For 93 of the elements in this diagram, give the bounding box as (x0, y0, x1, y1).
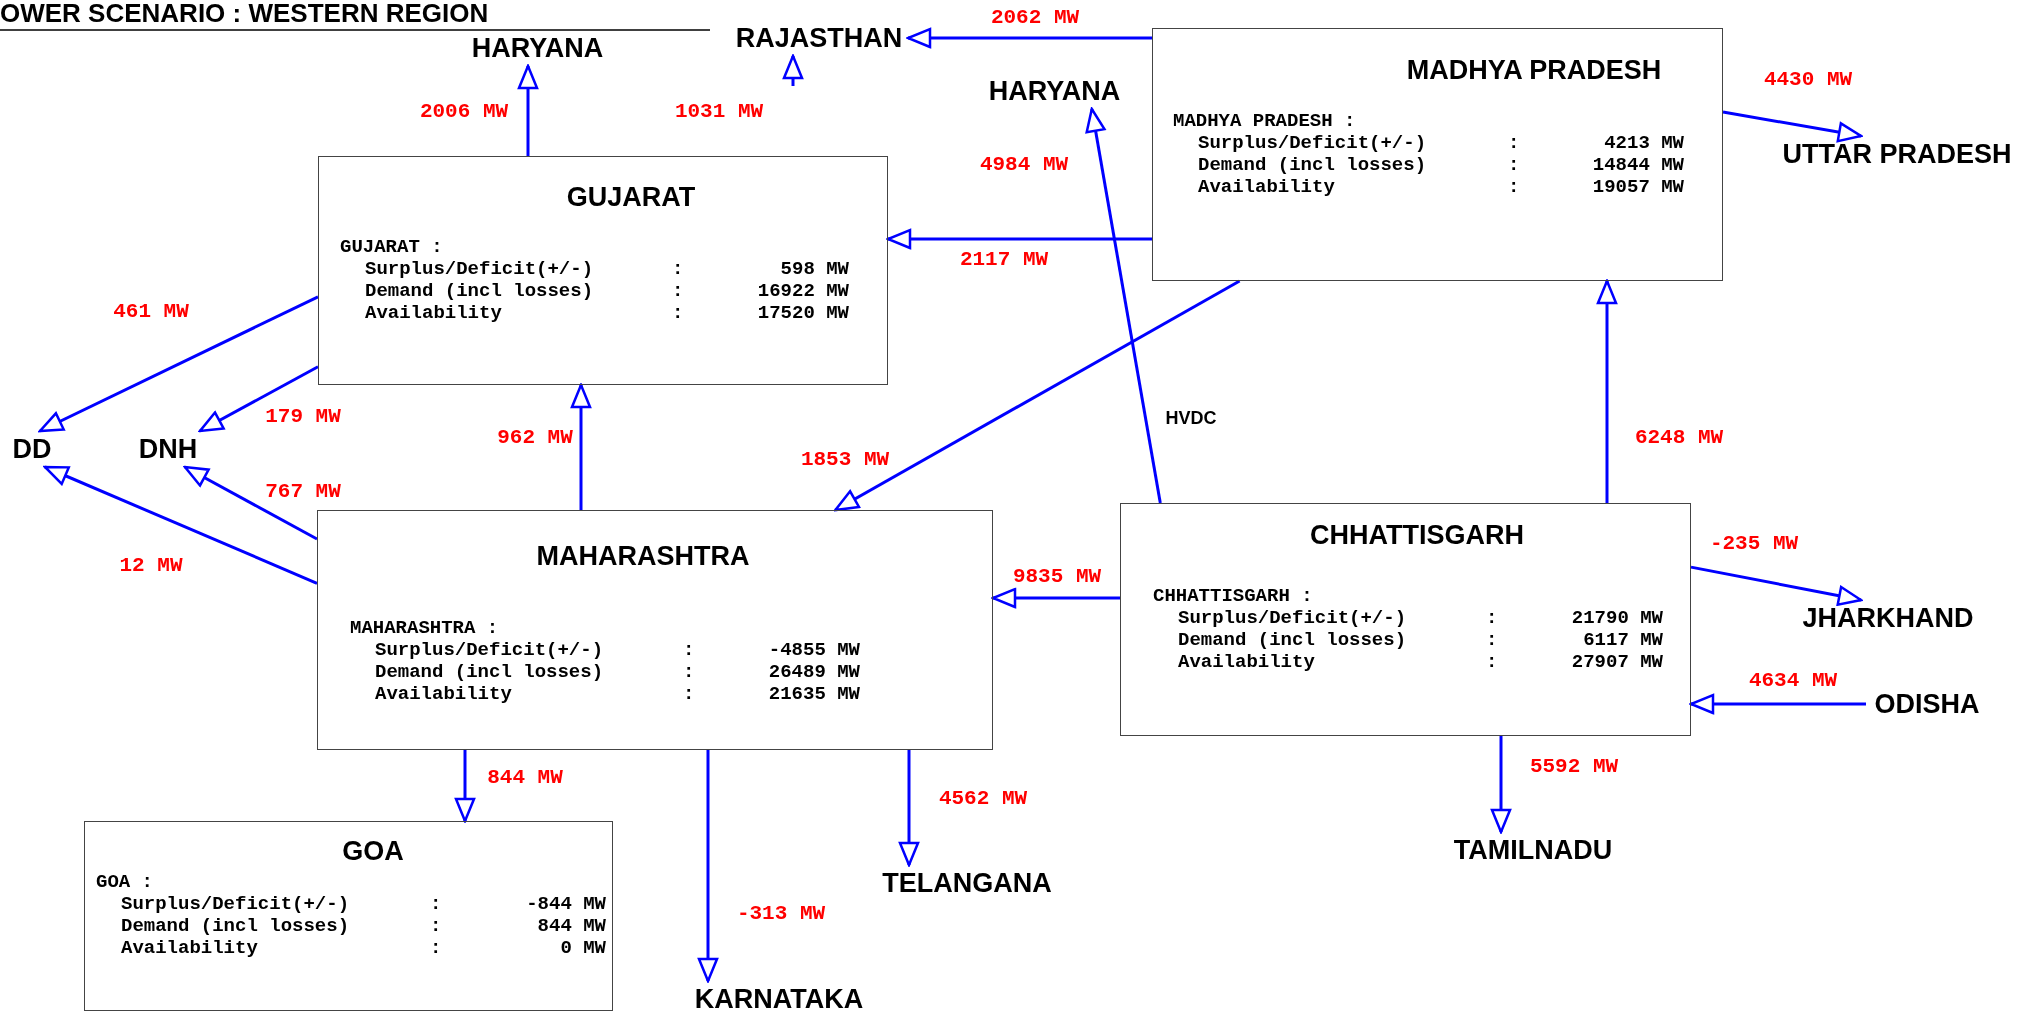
state-name: TELANGANA (874, 865, 1060, 901)
arrow (906, 27, 1152, 49)
arrow (782, 54, 804, 86)
colon-separator: : (430, 893, 442, 915)
row-label: Demand (incl losses) (121, 915, 350, 937)
colon-separator: : (672, 280, 684, 302)
value-text: 0 MW (560, 937, 606, 959)
value-text: 17520 MW (757, 302, 849, 324)
panel-heading: GUJARAT (566, 181, 696, 213)
value-text: 14844 MW (1592, 154, 1684, 176)
value-text: 21790 MW (1571, 607, 1663, 629)
row-label: Availability (365, 302, 502, 324)
section-label: GOA : (96, 871, 153, 893)
row-label: Demand (incl losses) (1178, 629, 1407, 651)
arrow (454, 750, 476, 823)
panel-heading: MAHARASHTRA (536, 540, 750, 572)
colon-separator: : (1486, 651, 1498, 673)
value-text: -844 MW (526, 893, 606, 915)
state-name: TAMILNADU (1437, 832, 1629, 868)
state-name: RAJASTHAN (730, 20, 908, 56)
arrow (517, 64, 539, 156)
state-panel (84, 821, 613, 1011)
panel-heading: GOA (342, 835, 404, 867)
arrow (183, 465, 318, 541)
value-text: 16922 MW (757, 280, 849, 302)
row-label: Demand (incl losses) (375, 661, 604, 683)
arrow (1596, 279, 1618, 503)
row-label: Availability (375, 683, 512, 705)
row-label: Surplus/Deficit(+/-) (1198, 132, 1427, 154)
state-name: HARYANA (977, 73, 1132, 109)
row-label: Availability (1178, 651, 1315, 673)
section-label: GUJARAT : (340, 236, 443, 258)
section-label: MAHARASHTRA : (350, 617, 499, 639)
arrow (1690, 565, 1863, 606)
state-panel (1152, 28, 1723, 281)
arrow (834, 279, 1241, 512)
colon-separator: : (683, 639, 695, 661)
row-label: Surplus/Deficit(+/-) (121, 893, 350, 915)
state-name: DD (8, 431, 56, 467)
arrow (1722, 110, 1863, 143)
value-text: 21635 MW (768, 683, 860, 705)
colon-separator: : (430, 915, 442, 937)
row-label: Demand (incl losses) (365, 280, 594, 302)
value-text: 6117 MW (1583, 629, 1663, 651)
value-text: 598 MW (780, 258, 849, 280)
panel-heading: CHHATTISGARH (1310, 519, 1524, 551)
panel-heading: MADHYA PRADESH (1406, 54, 1662, 86)
row-label: Surplus/Deficit(+/-) (1178, 607, 1407, 629)
arrow (38, 295, 319, 433)
colon-separator: : (1508, 154, 1520, 176)
state-name: DNH (136, 431, 200, 467)
value-text: 27907 MW (1571, 651, 1663, 673)
row-label: Demand (incl losses) (1198, 154, 1427, 176)
state-name: HARYANA (460, 30, 615, 66)
arrow (886, 228, 1152, 250)
state-name: JHARKHAND (1790, 600, 1986, 636)
colon-separator: : (1486, 607, 1498, 629)
arrow (1085, 107, 1162, 504)
row-label: Availability (121, 937, 258, 959)
row-label: Availability (1198, 176, 1335, 198)
arrow (570, 383, 592, 510)
value-text: 4213 MW (1604, 132, 1684, 154)
row-label: Surplus/Deficit(+/-) (375, 639, 604, 661)
arrow (1689, 693, 1866, 715)
value-text: -4855 MW (768, 639, 860, 661)
value-text: 19057 MW (1592, 176, 1684, 198)
row-label: Surplus/Deficit(+/-) (365, 258, 594, 280)
state-name: UTTAR PRADESH (1768, 136, 2026, 172)
state-name: ODISHA (1866, 686, 1988, 722)
colon-separator: : (1486, 629, 1498, 651)
colon-separator: : (683, 683, 695, 705)
colon-separator: : (1508, 176, 1520, 198)
colon-separator: : (430, 937, 442, 959)
colon-separator: : (1508, 132, 1520, 154)
colon-separator: : (672, 302, 684, 324)
section-label: MADHYA PRADESH : (1173, 110, 1356, 132)
arrow (198, 365, 319, 433)
colon-separator: : (672, 258, 684, 280)
value-text: 844 MW (537, 915, 606, 937)
state-name: KARNATAKA (689, 981, 869, 1017)
section-label: CHHATTISGARH : (1153, 585, 1313, 607)
arrow (43, 465, 318, 585)
value-text: 26489 MW (768, 661, 860, 683)
colon-separator: : (683, 661, 695, 683)
arrow (1490, 736, 1512, 834)
state-panel (317, 510, 993, 750)
diagram-title: OWER SCENARIO : WESTERN REGION (0, 0, 489, 29)
line-label: HVDC (1165, 407, 1217, 429)
state-panel (1120, 503, 1691, 736)
arrow (697, 750, 719, 983)
arrow (898, 750, 920, 867)
state-panel (318, 156, 888, 385)
arrow (991, 587, 1120, 609)
